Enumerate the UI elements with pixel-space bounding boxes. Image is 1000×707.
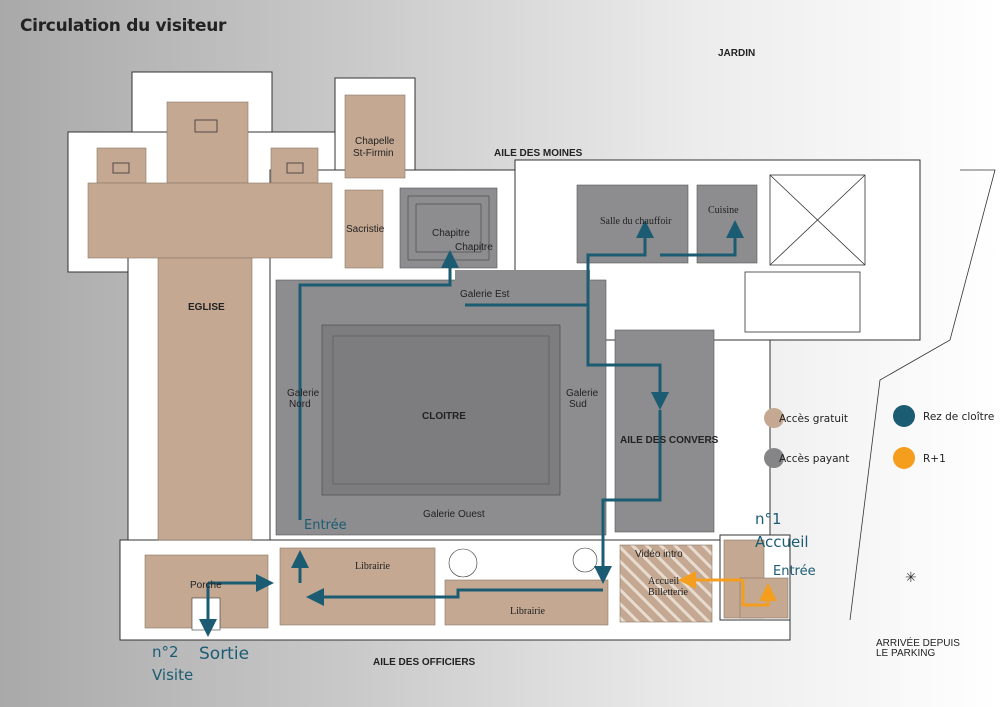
route-label-accueil: Accueil — [755, 533, 809, 551]
legend-label-free: Accès gratuit — [779, 413, 848, 425]
room-chapitre-small: Chapitre — [455, 242, 493, 253]
annex — [744, 169, 996, 621]
label-jardin: JARDIN — [718, 48, 755, 59]
route-label-visite: Visite — [152, 666, 193, 684]
room-galerie-ouest: Galerie Ouest — [423, 509, 485, 520]
route-label-entree-cloitre: Entrée — [304, 518, 347, 533]
room-galerie-est: Galerie Est — [460, 289, 510, 300]
legend: Accès gratuit Accès payant Rez de cloîtr… — [764, 405, 994, 469]
room-galerie-nord-1: Galerie — [287, 388, 320, 399]
page-title: Circulation du visiteur — [20, 16, 227, 36]
route-label-entree: Entrée — [773, 564, 816, 579]
route-label-sortie: Sortie — [199, 644, 249, 664]
eglise-area — [87, 94, 406, 541]
route-rez-de-cloitre — [199, 220, 744, 637]
legend-swatch-upper — [893, 447, 915, 469]
route-label-n1: n°1 — [755, 510, 782, 528]
legend-label-ground: Rez de cloître — [923, 411, 994, 423]
room-video-intro: Vidéo intro — [635, 549, 683, 560]
room-porche: Porche — [190, 580, 222, 591]
room-librairie-2: Librairie — [510, 606, 546, 617]
legend-label-upper: R+1 — [923, 453, 946, 465]
label-aile-moines: AILE DES MOINES — [494, 148, 583, 159]
room-cuisine: Cuisine — [708, 205, 739, 216]
compass-icon: ✳ — [905, 570, 917, 586]
room-sacristie: Sacristie — [346, 224, 385, 235]
room-salle-chauffoir: Salle du chauffoir — [600, 216, 672, 227]
room-galerie-sud-2: Sud — [569, 399, 587, 410]
aile-officiers-rooms — [144, 539, 789, 631]
label-aile-officiers: AILE DES OFFICIERS — [373, 657, 476, 668]
legend-swatch-free — [764, 408, 784, 428]
route-r-plus-1 — [678, 571, 777, 607]
label-aile-convers: AILE DES CONVERS — [620, 435, 719, 446]
room-cloitre: CLOITRE — [422, 411, 466, 422]
legend-label-paid: Accès payant — [779, 453, 849, 465]
room-accueil-billetterie-1: Accueil — [648, 576, 679, 587]
label-arrivee-1: ARRIVÉE DEPUIS — [876, 636, 960, 649]
route-label-n2: n°2 — [152, 643, 179, 661]
room-librairie-1: Librairie — [355, 561, 391, 572]
legend-swatch-paid — [764, 448, 784, 468]
room-chapelle-1: Chapelle — [355, 136, 395, 147]
room-galerie-nord-2: Nord — [289, 399, 311, 410]
legend-swatch-ground — [893, 405, 915, 427]
room-eglise: EGLISE — [188, 302, 225, 313]
room-galerie-sud-1: Galerie — [566, 388, 599, 399]
room-chapitre: Chapitre — [432, 228, 470, 239]
room-accueil-billetterie-2: Billetterie — [648, 587, 689, 598]
room-chapelle-2: St-Firmin — [353, 148, 394, 159]
label-arrivee-2: LE PARKING — [876, 648, 935, 659]
